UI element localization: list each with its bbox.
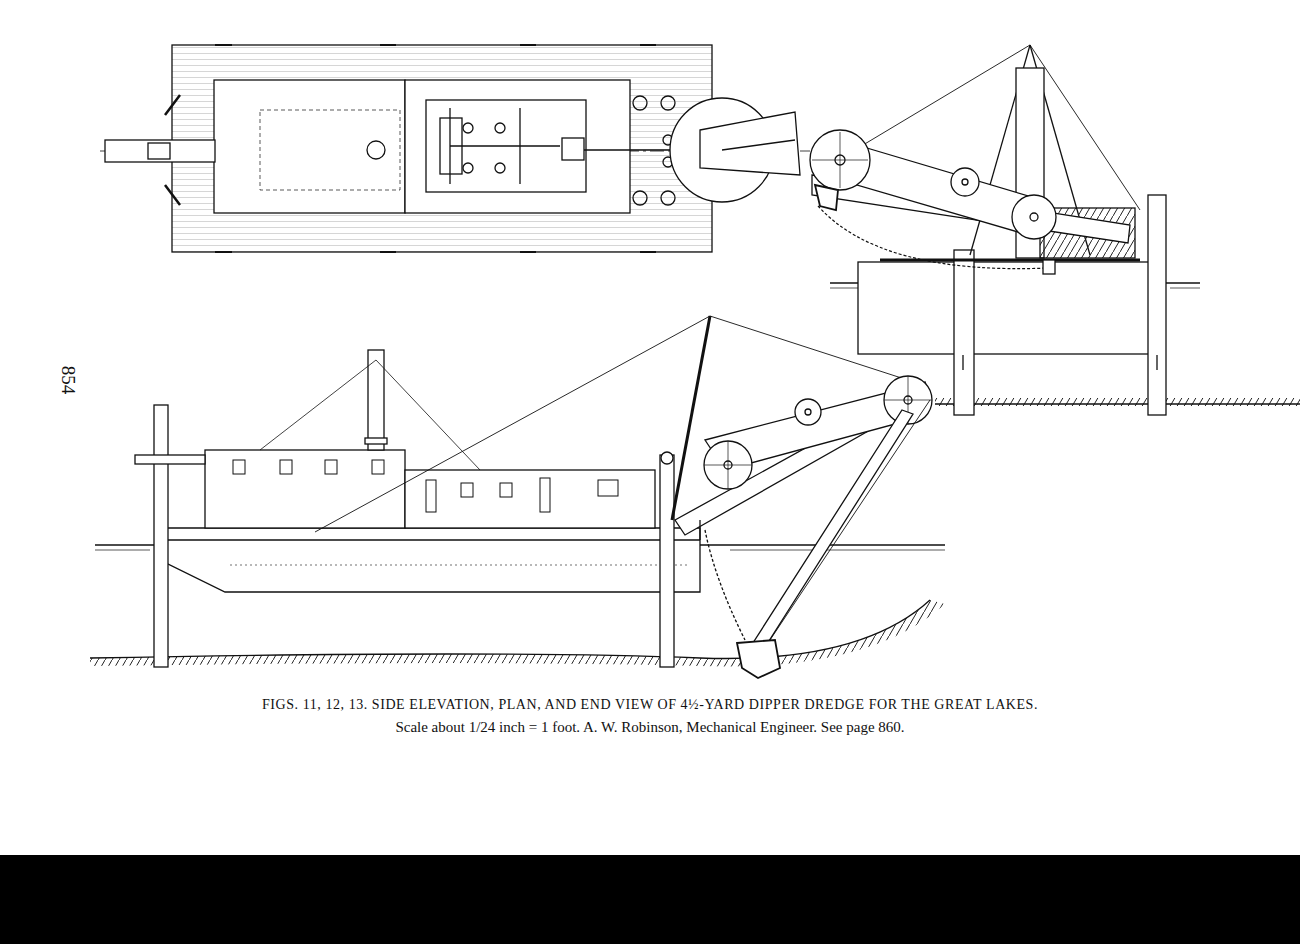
side-elevation [90,316,945,678]
end-view [810,45,1300,415]
plan-view [100,45,810,252]
scale-note: Scale about 1/24 inch = 1 foot. A. W. Ro… [395,719,904,736]
figure-caption: FIGS. 11, 12, 13. SIDE ELEVATION, PLAN, … [262,697,1038,713]
footer-bar [0,855,1300,944]
page-number: 854 [57,366,79,395]
